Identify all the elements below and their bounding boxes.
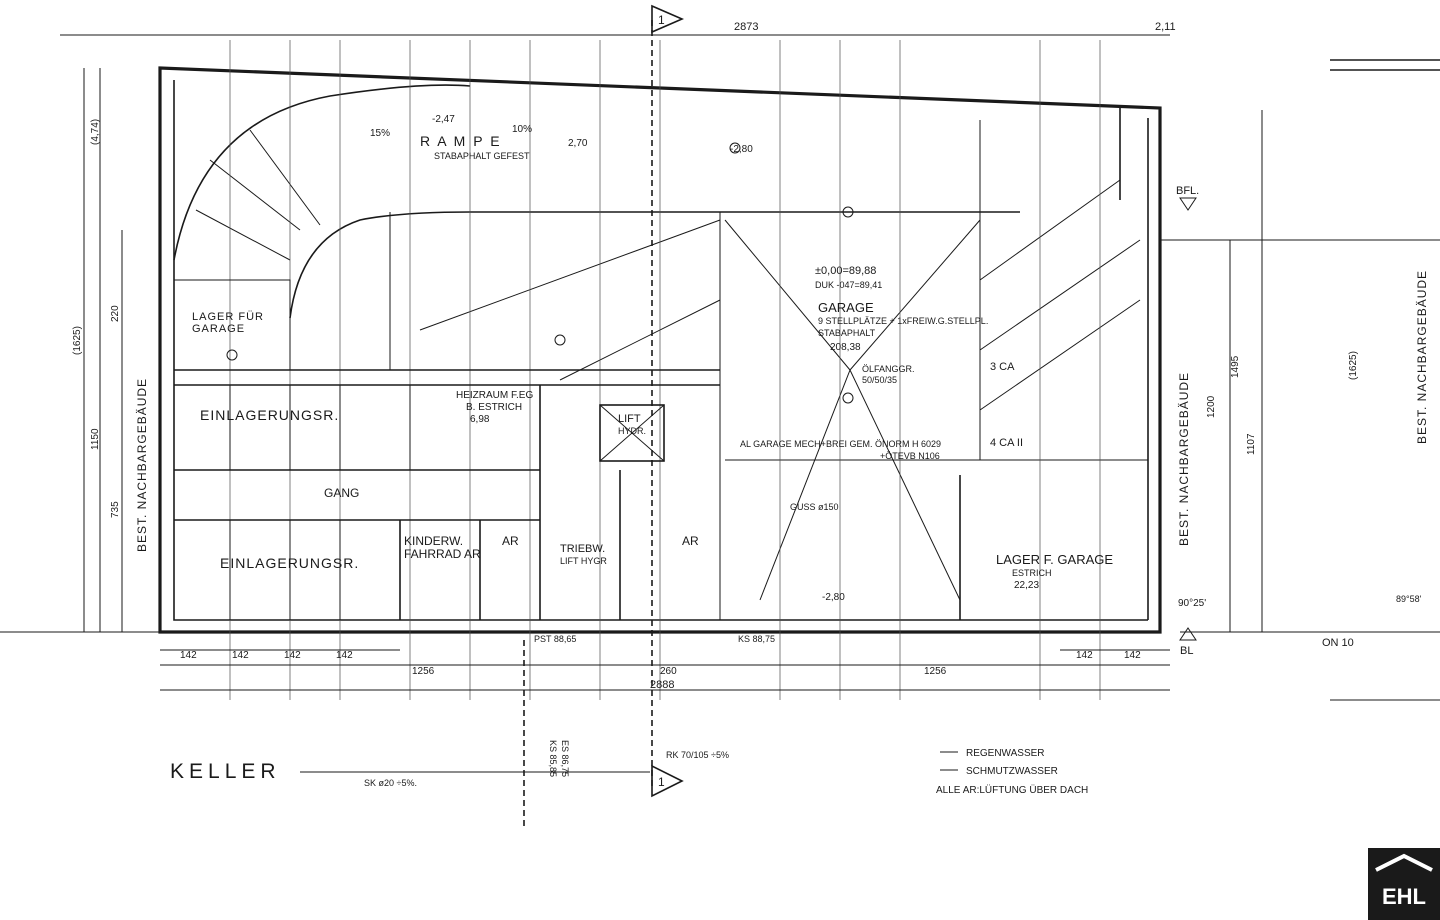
level-270: 2,70: [568, 138, 588, 149]
section-marker-top: 1: [658, 13, 665, 27]
neighbor-left-label: BEST. NACHBARGEBÄUDE: [135, 378, 149, 552]
bl-label: BL: [1180, 645, 1193, 657]
dim-right-1495: 1495: [1230, 355, 1241, 378]
dim-top-total: 2873: [734, 21, 758, 33]
ks-level: KS 85,85: [548, 740, 558, 777]
rampe-label: R A M P E: [420, 133, 502, 149]
lager-garage-top-1: LAGER FÜR: [192, 311, 264, 323]
oelfang-size: 50/50/35: [862, 375, 897, 385]
rampe-level: -2,47: [432, 114, 455, 125]
legend-lueftung: ALLE AR:LÜFTUNG ÜBER DACH: [936, 784, 1088, 796]
dim-bottom-mid: 260: [660, 666, 677, 677]
rampe-surface: STABAPHALT GEFEST: [434, 151, 530, 161]
pst-label: PST 88,65: [534, 634, 576, 644]
level-280-top: -2,80: [730, 144, 753, 155]
rampe-15: 15%: [370, 128, 390, 139]
dimension-lines: [0, 34, 1440, 691]
garage-grid: [389, 120, 1148, 620]
guss-label: GUSS ø150: [790, 502, 839, 512]
angle-label: 90°25': [1178, 598, 1206, 609]
lager-garage-right: LAGER F. GARAGE: [996, 552, 1113, 567]
dim-bottom-total: 2888: [650, 679, 674, 691]
ks-8875-label: KS 88,75: [738, 634, 775, 644]
garage-stellplaetze: 9 STELLPLÄTZE + 1xFREIW.G.STELLPL.: [818, 316, 988, 326]
einlagerung-top: EINLAGERUNGSR.: [200, 407, 339, 423]
legend-regenwasser: REGENWASSER: [966, 748, 1045, 759]
triebw-label: TRIEBW.: [560, 543, 605, 555]
ar-2: AR: [682, 534, 699, 548]
dim-seg-2: 142: [232, 650, 249, 661]
garage-level-0: ±0,00=89,88: [815, 265, 876, 277]
dim-right-1107: 1107: [1246, 433, 1257, 455]
kinderwagen-label: KINDERW.: [404, 534, 463, 548]
lift-label: LIFT: [618, 413, 641, 425]
dim-far-1625: (1625): [1348, 351, 1359, 380]
ramp: [173, 84, 471, 319]
labels: 2873 2,11 1 1 15% R A M P E 10% STABAPHA…: [72, 13, 1429, 796]
kinderwagen-sub: FAHRRAD AR: [404, 547, 481, 561]
rk-label: RK 70/105 ÷5%: [666, 750, 729, 760]
oenorm-note: AL GARAGE MECH+BREI GEM. ÖNORM H 6029: [740, 439, 941, 449]
angle-far-label: 89°58': [1396, 594, 1422, 604]
sheet-title: KELLER: [170, 760, 281, 783]
oelfang-label: ÖLFANGGR.: [862, 364, 915, 374]
dim-left-220: 220: [110, 305, 121, 322]
neighbor-building-right: [1330, 59, 1440, 701]
ehl-logo: EHL: [1368, 848, 1440, 920]
ar-1: AR: [502, 534, 519, 548]
garage-surface: STABAPHALT: [818, 328, 876, 338]
einlagerung-bottom: EINLAGERUNGSR.: [220, 555, 359, 571]
dim-seg-6: 142: [1124, 650, 1141, 661]
lift-sub: HYDR.: [618, 426, 646, 436]
bfl-label: BFL.: [1176, 185, 1199, 197]
heizraum-label: HEIZRAUM F.EG: [456, 390, 533, 401]
neighbor-far-right-label: BEST. NACHBARGEBÄUDE: [1415, 270, 1429, 444]
gang-label: GANG: [324, 486, 359, 500]
dim-left-1625: (1625): [72, 326, 83, 355]
triebw-sub: LIFT HYGR: [560, 556, 607, 566]
section-cut-line: [300, 4, 958, 830]
section-marker-bottom: 1: [658, 775, 665, 789]
heizraum-sub: B. ESTRICH: [466, 402, 522, 413]
level-280-bottom: -2,80: [822, 592, 845, 603]
es-level: ES 86,75: [560, 740, 570, 777]
svg-text:EHL: EHL: [1382, 884, 1426, 909]
stellpl-4ca: 4 CA II: [990, 437, 1023, 449]
rampe-10: 10%: [512, 124, 532, 135]
dim-bottom-right: 1256: [924, 666, 947, 677]
dim-left-1150: 1150: [90, 428, 101, 450]
dim-seg-5: 142: [1076, 650, 1093, 661]
dim-bottom-left: 1256: [412, 666, 435, 677]
stellpl-3ca: 3 CA: [990, 361, 1015, 373]
dim-seg-1: 142: [180, 650, 197, 661]
on-label: ON 10: [1322, 637, 1354, 649]
dim-top-right: 2,11: [1155, 21, 1176, 33]
sk-label: SK ø20 ÷5%.: [364, 778, 417, 788]
lager-garage-right-area: 22,23: [1014, 580, 1039, 591]
level-markers: [226, 142, 1197, 641]
oetevb-note: +ÖTEVB N106: [880, 451, 940, 461]
neighbor-right-label: BEST. NACHBARGEBÄUDE: [1177, 372, 1191, 546]
heizraum-area: 6,98: [470, 414, 490, 425]
garage-title: GARAGE: [818, 300, 874, 315]
lager-garage-top-2: GARAGE: [192, 323, 245, 335]
garage-area: 208,38: [830, 342, 861, 353]
dim-seg-4: 142: [336, 650, 353, 661]
legend-schmutzwasser: SCHMUTZWASSER: [966, 766, 1058, 777]
dim-seg-3: 142: [284, 650, 301, 661]
dim-left-474: (4,74): [90, 119, 101, 145]
lager-garage-right-estrich: ESTRICH: [1012, 568, 1052, 578]
dim-left-735: 735: [110, 501, 121, 518]
room-walls: [173, 279, 961, 620]
garage-level-duk: DUK -047=89,41: [815, 280, 882, 290]
dim-right-1200: 1200: [1206, 395, 1217, 418]
